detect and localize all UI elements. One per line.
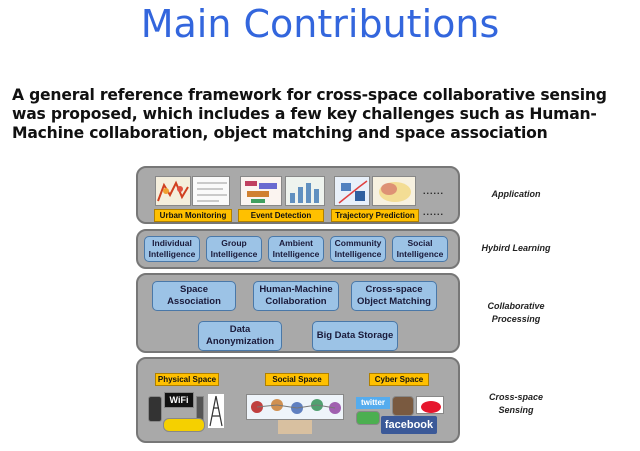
social-space-tag: Social Space (265, 373, 329, 386)
twitter-logo: twitter (356, 397, 390, 409)
application-label: Application (491, 189, 541, 199)
social-network-image (246, 394, 344, 420)
facebook-logo: facebook (381, 416, 437, 434)
urban-map-image (155, 176, 191, 206)
trajectory-map-image (334, 176, 370, 206)
intro-text: A general reference framework for cross-… (12, 86, 607, 142)
page-title: Main Contributions (140, 2, 500, 46)
wifi-icon: WiFi (164, 392, 194, 408)
physical-space-tag: Physical Space (155, 373, 219, 386)
app-ellipsis-bottom: ...... (423, 207, 445, 217)
people-image (278, 420, 312, 434)
instagram-icon (392, 396, 414, 416)
cyber-space-tag: Cyber Space (369, 373, 429, 386)
app-ellipsis-top: ...... (423, 186, 445, 196)
urban-monitoring-tag: Urban Monitoring (154, 209, 232, 222)
tower-icon (208, 394, 224, 428)
phone-icon (148, 396, 162, 422)
event-detection-tag: Event Detection (238, 209, 324, 222)
event-wordcloud-image (240, 176, 282, 206)
urban-chart-image (192, 176, 230, 206)
taxi-icon (163, 418, 205, 432)
big-data-storage-box: Big Data Storage (312, 321, 398, 351)
hybrid-learning-label: Hybird Learning (481, 243, 551, 253)
trajectory-graph-image (372, 176, 416, 206)
trajectory-prediction-tag: Trajectory Prediction (331, 209, 419, 222)
event-chart-image (285, 176, 325, 206)
weibo-icon (416, 396, 444, 414)
whatsapp-icon (356, 411, 380, 425)
